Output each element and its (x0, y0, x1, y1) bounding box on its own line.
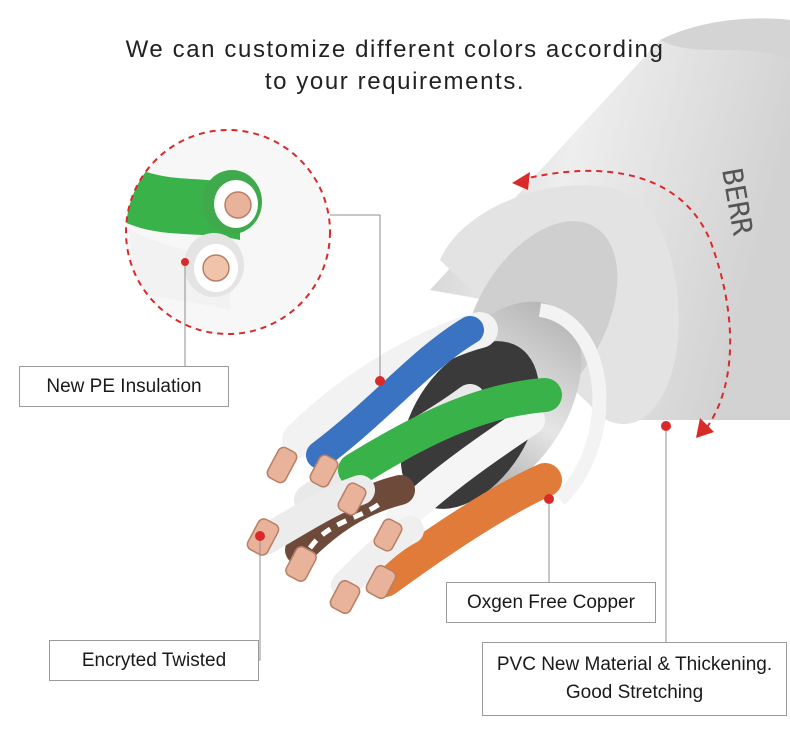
callout-label: Oxgen Free Copper (467, 591, 635, 613)
callout-oxygen-free-copper: Oxgen Free Copper (446, 582, 656, 623)
rotation-arrow (512, 169, 732, 438)
callout-label: Encryted Twisted (81, 649, 227, 671)
marker-dot (255, 531, 265, 541)
headline: We can customize different colors accord… (0, 34, 790, 98)
callout-label-line-2: Good Stretching (565, 682, 704, 703)
callout-label: New PE Insulation (46, 375, 202, 397)
headline-line-2: to your requirements. (264, 68, 526, 95)
callout-pe-insulation: New PE Insulation (19, 366, 229, 407)
zoom-detail (125, 129, 331, 335)
marker-dot (375, 376, 385, 386)
arrow-head-top-icon (512, 172, 530, 190)
callout-pvc-material: PVC New Material & Thickening. Good Stre… (482, 642, 787, 716)
marker-dots (181, 258, 671, 541)
callout-encrypted-twisted: Encryted Twisted (49, 640, 259, 681)
headline-line-1: We can customize different colors accord… (125, 36, 665, 63)
arrow-head-bottom-icon (696, 418, 714, 438)
callout-label-line-1: PVC New Material & Thickening. (496, 654, 773, 675)
copper-conductors (246, 446, 403, 615)
marker-dot (661, 421, 671, 431)
marker-dot (544, 494, 554, 504)
marker-dot (181, 258, 189, 266)
